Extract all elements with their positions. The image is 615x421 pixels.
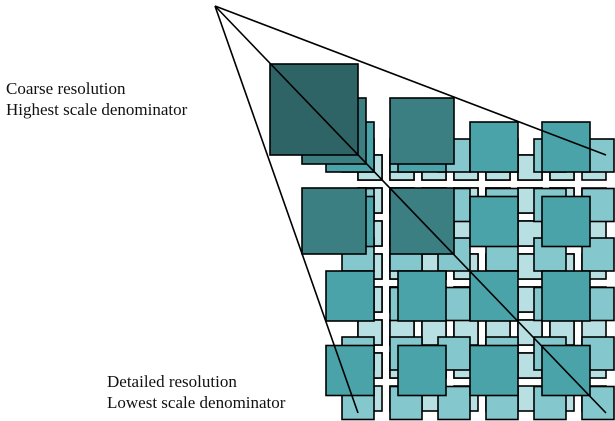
highest-scale-denominator-text: Highest scale denominator bbox=[6, 100, 188, 119]
tile-level-3 bbox=[301, 187, 367, 255]
tile-level-2 bbox=[541, 121, 591, 173]
detailed-resolution-label: Detailed resolution Lowest scale denomin… bbox=[107, 371, 285, 413]
tile-level-2 bbox=[469, 344, 519, 397]
tile-level-2 bbox=[469, 195, 519, 248]
detailed-resolution-text: Detailed resolution bbox=[107, 372, 237, 391]
tile-level-3 bbox=[389, 97, 455, 165]
frustum-top-edge bbox=[214, 5, 607, 156]
coarse-resolution-text: Coarse resolution bbox=[6, 79, 126, 98]
tile-level-2 bbox=[397, 270, 447, 322]
frustum-left-edge bbox=[214, 5, 359, 414]
coarse-resolution-label: Coarse resolution Highest scale denomina… bbox=[6, 78, 187, 120]
tile-level-2 bbox=[541, 195, 591, 248]
tile-level-2 bbox=[397, 344, 447, 397]
lowest-scale-denominator-text: Lowest scale denominator bbox=[107, 393, 286, 412]
frustum-diagonal bbox=[214, 5, 607, 414]
tile-level-2 bbox=[325, 344, 375, 397]
tile-level-2 bbox=[541, 270, 591, 322]
tile-layers bbox=[269, 63, 615, 421]
tile-level-2 bbox=[325, 270, 375, 322]
frustum-lines bbox=[214, 5, 607, 414]
tile-level-2 bbox=[469, 121, 519, 173]
